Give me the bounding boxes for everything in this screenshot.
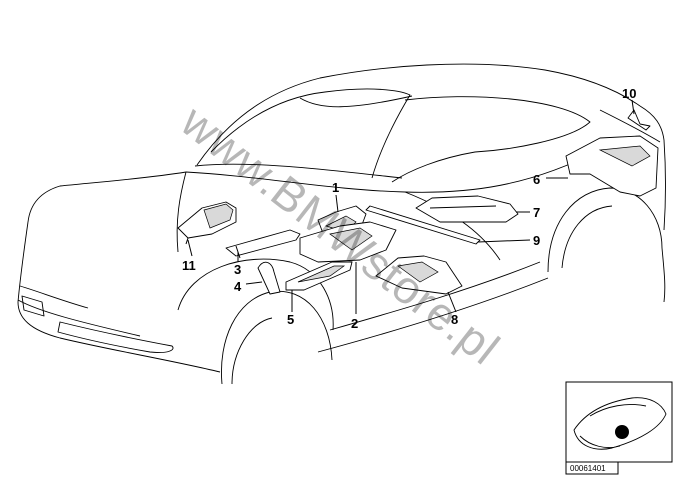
part-5[interactable] <box>285 261 353 291</box>
callout-1[interactable]: 1 <box>332 180 339 195</box>
part-2[interactable] <box>299 221 397 263</box>
part-9[interactable] <box>365 205 481 245</box>
callout-3[interactable]: 3 <box>234 262 241 277</box>
part-3[interactable] <box>225 229 301 259</box>
part-6[interactable] <box>565 135 659 197</box>
leader-lines <box>187 99 635 314</box>
callout-4[interactable]: 4 <box>234 279 242 294</box>
callout-labels: 1 2 3 4 5 6 7 8 9 10 11 <box>182 86 636 331</box>
reference-number: 00061401 <box>570 464 606 473</box>
callout-7[interactable]: 7 <box>533 205 540 220</box>
part-10[interactable] <box>627 109 651 131</box>
locator-thumbnail: 00061401 <box>565 381 673 475</box>
part-4[interactable] <box>257 261 281 295</box>
locator-dot <box>615 425 629 439</box>
part-11[interactable] <box>177 201 237 245</box>
callout-5[interactable]: 5 <box>287 312 294 327</box>
part-8[interactable] <box>375 255 463 295</box>
callout-6[interactable]: 6 <box>533 172 540 187</box>
car-body-outline <box>17 63 666 385</box>
callout-9[interactable]: 9 <box>533 233 540 248</box>
callout-11[interactable]: 11 <box>182 258 196 273</box>
callout-10[interactable]: 10 <box>622 86 636 101</box>
callout-2[interactable]: 2 <box>351 316 358 331</box>
callout-8[interactable]: 8 <box>451 312 458 327</box>
part-7[interactable] <box>415 195 519 223</box>
